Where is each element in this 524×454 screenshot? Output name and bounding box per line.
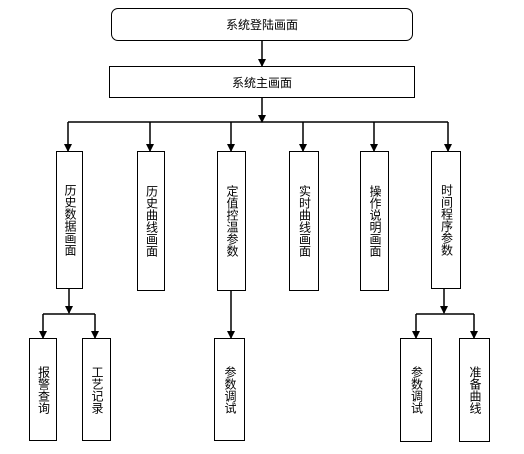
module-history-data-label: 历史数据画面 [63,184,77,256]
module-history-curve-label: 历史曲线画面 [144,185,159,257]
login-screen-label: 系统登陆画面 [225,18,298,32]
module-manual: 操作说明画面 [360,151,389,291]
submodule-process-record: 工艺记录 [82,338,111,441]
module-realtime-curve: 实时曲线画面 [289,151,319,291]
module-setpoint-params-label: 定值控温参数 [225,185,239,257]
submodule-prep-curve-label: 准备曲线 [468,366,482,414]
submodule-param-debug-right: 参数调试 [400,338,432,442]
submodule-param-debug-right-label: 参数调试 [409,366,424,414]
submodule-alarm-query-label: 报警查询 [36,365,51,414]
module-history-curve: 历史曲线画面 [137,151,165,291]
module-time-program: 时间程序参数 [431,151,461,289]
submodule-param-debug-left-label: 参数调试 [223,365,237,414]
submodule-param-debug-left: 参数调试 [214,338,245,441]
submodule-alarm-query: 报警查询 [29,338,57,441]
module-history-data: 历史数据画面 [56,151,83,289]
module-realtime-curve-label: 实时曲线画面 [297,185,312,257]
module-setpoint-params: 定值控温参数 [217,151,246,291]
main-screen-label: 系统主画面 [231,75,292,90]
submodule-prep-curve: 准备曲线 [459,338,490,442]
module-manual-label: 操作说明画面 [368,185,382,257]
main-screen-box: 系统主画面 [109,66,415,98]
submodule-process-record-label: 工艺记录 [90,365,104,414]
module-time-program-label: 时间程序参数 [439,184,454,256]
login-screen-box: 系统登陆画面 [111,8,413,41]
